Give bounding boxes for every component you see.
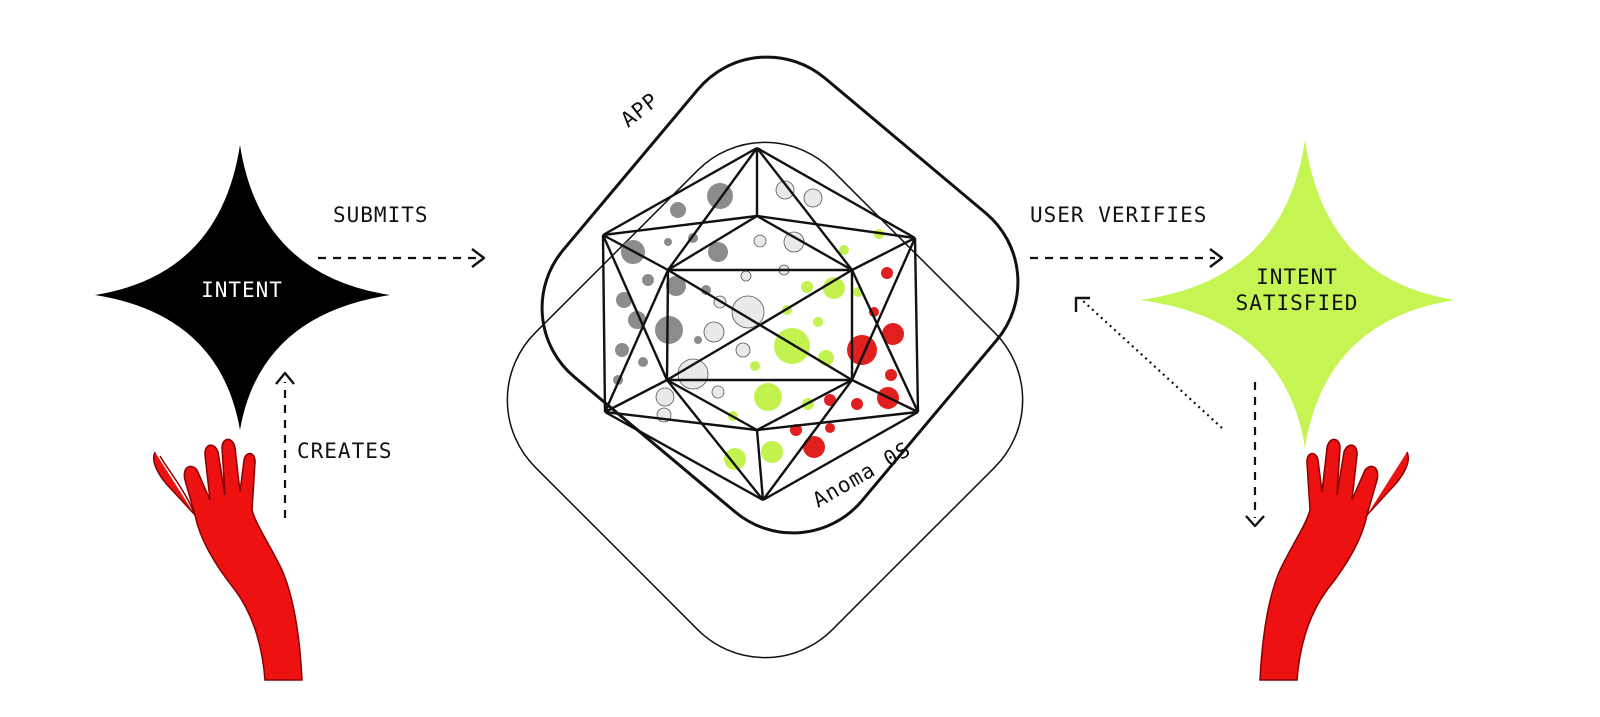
particle-dot [655,316,683,344]
icosahedron-edge [667,268,761,327]
particle-dot [882,323,904,345]
icosahedron-edge [604,410,764,502]
icosahedron-edge [755,429,765,501]
particle-dot [825,423,835,433]
particle-dot [616,292,632,308]
icosahedron [601,146,920,502]
icosahedron-edge [604,378,668,414]
particle-dot [885,369,897,381]
icosahedron-edge [762,379,853,501]
particle-dot [761,441,783,463]
icosahedron-edge [756,214,853,272]
creates-arrowhead [275,371,295,385]
icosahedron-edge [665,269,670,381]
particle-dot [655,387,675,407]
icosahedron-edge [851,236,916,272]
app-label: APP [616,88,663,132]
icosahedron-edge [666,323,761,382]
particle-dot [708,242,728,262]
particle-dot [740,270,752,282]
particle-dot [750,361,760,371]
particle-dot [839,245,849,255]
particle-dot [735,342,751,358]
icosahedron-edge [756,410,919,432]
intent-label: INTENT [201,278,283,302]
icosahedron-edge [667,214,758,272]
particle-dot [774,328,810,364]
intent-satisfied-label-1: INTENT [1256,265,1338,289]
icosahedron-wireframe [601,146,920,502]
user-verifies-label: USER VERIFIES [1030,203,1207,227]
particle-dot [753,234,767,248]
particle-dot [775,180,795,200]
submits-label: SUBMITS [333,203,429,227]
particle-dot [851,398,863,410]
deliver-arrowhead [1245,515,1265,528]
icosahedron-edge [913,237,920,413]
icosahedron-edge [602,214,758,237]
particle-dot [638,357,648,367]
icosahedron-edge [604,410,758,432]
particle-dot [694,336,702,344]
particle-dot [711,385,725,399]
particle-dot [731,295,765,329]
icosahedron-edge [603,269,670,413]
particle-dot [664,238,672,246]
icosahedron-edge [601,234,669,381]
icosahedron-edge [667,147,758,271]
particle-dot [823,277,845,299]
particle-dot [666,276,686,296]
particle-dot [824,394,836,406]
icosahedron-edge [601,234,607,413]
intent-satisfied-star [1140,140,1455,448]
icosahedron-edge [756,214,916,240]
particle-dot [724,448,746,470]
intent-satisfied-label-2: SATISFIED [1236,291,1359,315]
icosahedron-edge [850,237,917,381]
feedback-arrow [1081,299,1223,429]
particle-dot [670,202,686,218]
particle-dot [881,267,893,279]
creates-label: CREATES [297,439,393,463]
icosahedron-edge [756,378,853,432]
icosahedron-edge [602,146,758,237]
particle-dot [642,274,654,286]
icosahedron-edge [756,146,916,240]
icosahedron-edge [666,379,764,501]
icosahedron-edge [759,323,853,382]
intent-star [95,145,390,430]
right-hand-icon [1259,438,1409,681]
feedback-arrowhead [1074,296,1090,312]
app-frame [540,55,1020,535]
user-verifies-arrowhead [1209,248,1224,268]
particle-dot [754,383,782,411]
particle-dot [615,343,629,357]
particle-dot [803,188,823,208]
icosahedron-edge [666,378,758,432]
icosahedron-edge [850,269,920,413]
icosahedron-edge [602,233,669,272]
particle-dot [801,281,813,293]
left-hand-icon [153,438,303,681]
icosahedron-edge [762,410,919,502]
icosahedron-edge [759,268,853,327]
submits-arrowhead [471,248,486,268]
particle-dot [803,436,825,458]
icosahedron-edge [851,378,919,414]
particle-dot [813,317,823,327]
particle-dot [703,321,725,343]
anoma-os-frame [506,141,1024,659]
icosahedron-edge [756,147,853,271]
